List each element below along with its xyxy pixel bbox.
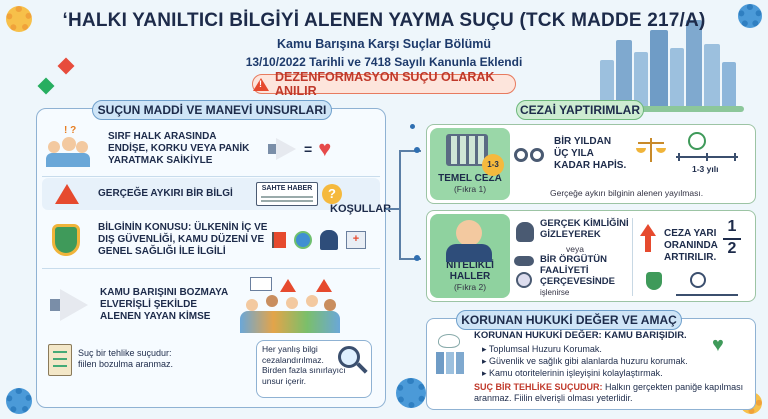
element-item-4: KAMU BARIŞINI BOZMAYA ELVERİŞLİ ŞEKİLDE … [42,272,380,338]
equals-sign: = [304,141,313,157]
increase-arrow-icon [640,224,656,236]
element-item-3-text: BİLGİNİN KONUSU: ÜLKENİN İÇ VE DIŞ GÜVEN… [98,222,268,257]
aggravated-text-1: GERÇEK KİMLİĞİNİ GİZLEYEREK [540,218,629,240]
globe-icon [294,231,312,249]
jail-icon [446,134,488,166]
element-item-3: BİLGİNİN KONUSU: ÜLKENİN İÇ VE DIŞ GÜVEN… [42,214,380,266]
danger-crime-line: SUÇ BİR TEHLİKE SUÇUDUR: Halkın gerçekte… [474,382,750,404]
basic-penalty-text: BİR YILDAN ÜÇ YILA KADAR HAPİS. [554,136,627,171]
worried-people-icon: ! ? [46,125,92,169]
element-item-2-text: GERÇEĞE AYKIRI BİR BİLGİ [98,188,233,199]
aggravated-tag: NİTELİKLİ HALLER (Fıkra 2) [430,214,510,298]
megaphone-icon-large [50,289,90,321]
magnifier-icon [338,346,360,368]
mask-icon [514,256,534,266]
question-icon: ? [322,184,342,204]
clock-icon [688,132,706,150]
elements-heading: SUÇUN MADDİ VE MANEVİ UNSURLARI [92,100,332,120]
warning-triangle-icon [54,181,80,207]
page-subtitle: Kamu Barışına Karşı Suçlar Bölümü [277,37,491,51]
note-restriction: Her yanlış bilgi cezalandırılmaz. Birden… [262,344,346,386]
element-item-2: GERÇEĞE AYKIRI BİR BİLGİ SAHTE HABER ? [42,178,380,210]
fake-news-newspaper: SAHTE HABER [256,182,318,206]
scale-icon [636,138,666,164]
element-item-4-text: KAMU BARIŞINI BOZMAYA ELVERİŞLİ ŞEKİLDE … [100,287,228,322]
page-title: ‘HALKI YANILTICI BİLGİYİ ALENEN YAYMA SU… [62,10,706,31]
increase-text: CEZA YARI ORANINDA ARTIRILIR. [664,228,718,263]
basic-penalty-range: 1-3 yılı [692,164,719,174]
basic-penalty-badge: 1-3 [482,154,504,176]
aggravated-text-2: BİR ÖRGÜTÜN FAALİYETİ ÇERÇEVESİNDE [540,254,615,287]
basic-penalty-sub: (Fıkra 1) [453,184,487,194]
protected-value-card [426,318,756,410]
gear-icon-top-left [6,6,32,32]
handcuffs-icon [514,148,546,162]
fraction-numerator: 1 [727,218,737,235]
conditions-label: KOŞULLAR [330,203,392,215]
shield-icon [52,224,80,256]
fake-news-tag: SAHTE HABER [261,185,313,192]
warning-icon [253,77,269,91]
broken-heart-icon: ♥ [318,136,332,161]
protected-heading: KORUNAN HUKUKİ DEĞER VE AMAÇ [456,310,682,330]
city-small-icon [436,352,468,374]
protected-bullet-3: ▸ Kamu otoritelerinin işleyişini kolayla… [482,368,663,378]
basic-penalty-tag: 1-3 TEMEL CEZA (Fıkra 1) [430,128,510,200]
protected-main: KORUNAN HUKUKİ DEĞER: KAMU BARIŞIDIR. [474,330,687,341]
danger-crime-text: Halkın gerçekten paniğe kapılması aranma… [474,382,744,403]
disinformation-badge: DEZENFORMASYON SUÇU OLARAK ANILIR [252,70,516,98]
basic-penalty-label: TEMEL CEZA [438,173,502,184]
hooded-person-icon [516,222,534,242]
megaphone-icon [268,138,298,160]
checklist-icon [48,344,72,376]
crowd-icon [240,277,340,333]
organization-icon [516,272,532,288]
shield-small-icon [646,272,662,290]
clock-small-icon [690,272,706,288]
aggravated-sub: (Fıkra 2) [453,282,487,292]
diamond-icon-left-2 [37,77,55,95]
basic-penalty-note: Gerçeğe aykırı bilginin alenen yayılması… [550,188,704,198]
aggravated-text-2-sub: işlenirse [540,288,570,297]
date-line: 13/10/2022 Tarihli ve 7418 Sayılı Kanunl… [245,55,523,69]
aggravated-label: NİTELİKLİ HALLER [446,260,494,282]
note-danger-crime: Suç bir tehlike suçudur: fiilen bozulma … [78,348,174,369]
gear-icon-bottom-mid [396,378,426,408]
gear-icon-top-right [738,4,762,28]
gear-icon-bottom-left [6,388,32,414]
heart-hands-icon: ♥ [712,334,724,356]
police-icon [320,230,338,250]
element-item-1: ! ? SIRF HALK ARASINDA ENDİŞE, KORKU VEY… [42,124,380,174]
danger-crime-label: SUÇ BİR TEHLİKE SUÇUDUR: [474,382,603,392]
fraction-denominator: 2 [727,240,737,257]
protected-bullet-2: ▸ Güvenlik ve sağlık gibi alanlarda huzu… [482,356,688,366]
hospital-icon: + [346,231,366,249]
element-item-1-text: SIRF HALK ARASINDA ENDİŞE, KORKU VEYA PA… [108,131,250,166]
disinformation-badge-text: DEZENFORMASYON SUÇU OLARAK ANILIR [275,70,495,98]
protected-bullet-1: ▸ Toplumsal Huzuru Korumak. [482,344,602,354]
flag-icon [272,232,286,248]
penalties-heading: CEZAİ YAPTIRIMLAR [516,100,644,120]
dove-icon [438,334,460,348]
person-suit-icon [456,220,482,246]
aggravated-or: veya [566,244,584,254]
